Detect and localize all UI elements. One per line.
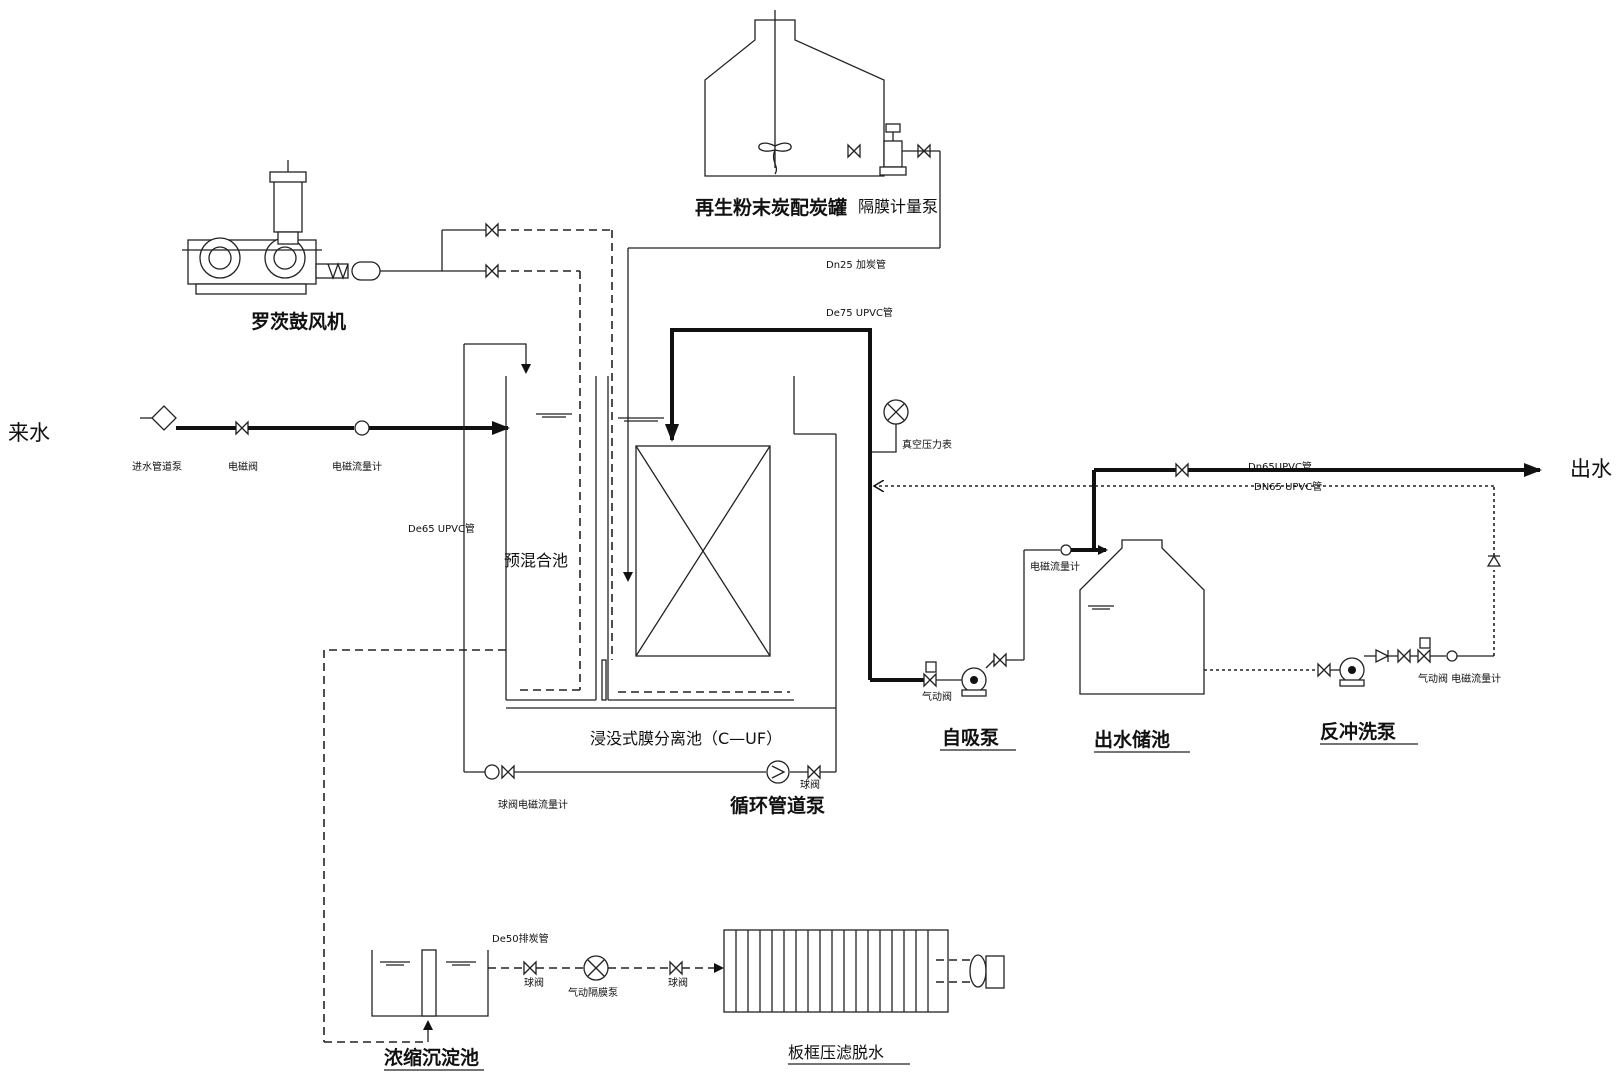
solenoid-valve-label: 电磁阀 <box>228 460 258 473</box>
outflow-label: 出水 <box>1570 457 1612 481</box>
vacuum-gauge-label: 真空压力表 <box>902 438 952 451</box>
metering-pump-label: 隔膜计量泵 <box>858 197 938 216</box>
flow-meter-in-label: 电磁流量计 <box>332 460 382 473</box>
premix-tank-label: 预混合池 <box>504 551 568 570</box>
ball-valve-r-label: 球阀 <box>800 778 820 791</box>
circulation-loop <box>464 760 836 784</box>
membrane-tank-label: 浸没式膜分离池（C—UF） <box>590 729 782 748</box>
self-priming-pump-label: 自吸泵 <box>942 726 999 749</box>
filter-press-label: 板框压滤脱水 <box>788 1043 884 1062</box>
outlet-storage-tank <box>1079 539 1205 695</box>
circ-pump-label: 循环管道泵 <box>730 794 825 817</box>
pneumatic-flow-label: 气动阀 电磁流量计 <box>1418 672 1501 685</box>
de75-pipe <box>665 328 872 442</box>
carbon-pipe-label: Dn25 加炭管 <box>826 258 886 271</box>
carbon-tank-label: 再生粉末炭配炭罐 <box>695 196 847 219</box>
backwash-pipe-label: DN65 UPVC管 <box>1254 480 1322 493</box>
pneumatic-valve-label: 气动阀 <box>922 690 952 703</box>
ball-valve-1-label: 球阀 <box>524 976 544 989</box>
roots-blower <box>182 160 442 295</box>
upvc-pipe-75-label: De75 UPVC管 <box>826 306 893 319</box>
suction-line <box>868 358 1542 697</box>
vacuum-gauge <box>870 399 909 453</box>
blower-air-lines <box>441 222 613 691</box>
blower-label: 罗茨鼓风机 <box>251 310 346 333</box>
backwash-line <box>874 486 1502 687</box>
outlet-storage-label: 出水储池 <box>1094 728 1170 751</box>
thickener-tank <box>371 949 489 1017</box>
drain-pump-line <box>488 955 724 981</box>
carbon-tank <box>623 10 941 582</box>
inlet-pump-label: 进水管道泵 <box>132 460 182 473</box>
filter-press <box>723 929 1005 1013</box>
inflow-line <box>140 405 510 436</box>
flow-meter-self-label: 电磁流量计 <box>1030 560 1080 573</box>
drain-pipe-label: De50排炭管 <box>492 932 549 945</box>
out-pipe-label: Dn65UPVC管 <box>1248 460 1312 473</box>
sludge-drain-line <box>323 649 506 1043</box>
inflow-label: 来水 <box>8 421 50 445</box>
ball-valve-flow-label: 球阀电磁流量计 <box>498 798 568 811</box>
membrane-tank <box>463 343 837 772</box>
thickener-label: 浓缩沉淀池 <box>384 1046 479 1069</box>
pipe-65-left-label: De65 UPVC管 <box>408 522 475 535</box>
backwash-pump-label: 反冲洗泵 <box>1320 720 1396 743</box>
diaphragm-pump-label: 气动隔膜泵 <box>568 986 618 999</box>
ball-valve-2-label: 球阀 <box>668 976 688 989</box>
